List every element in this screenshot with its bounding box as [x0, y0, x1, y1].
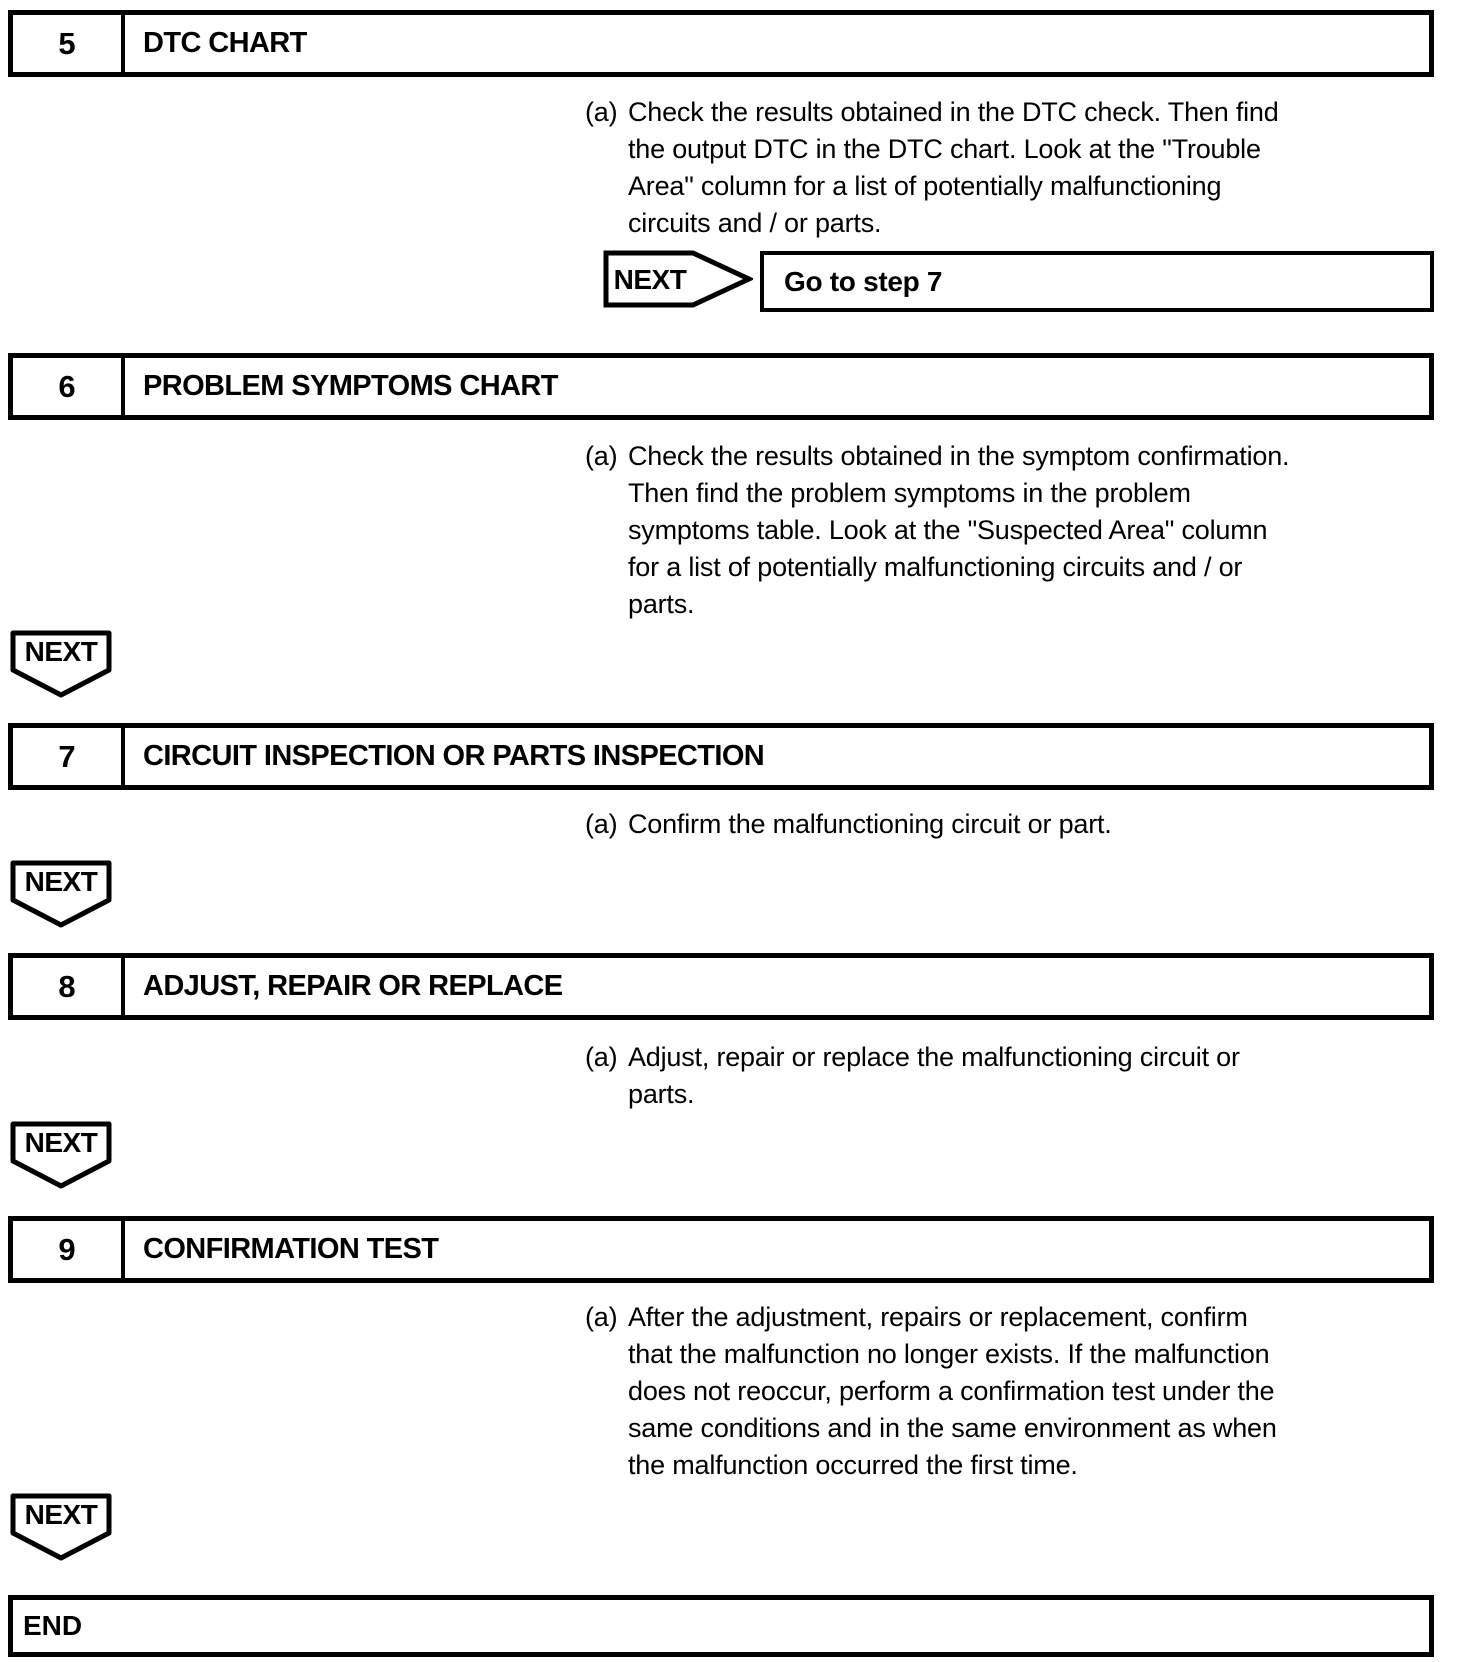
- next-connector-shape: [10, 1493, 112, 1561]
- next-arrow-shape: [603, 250, 753, 308]
- next-connector: NEXT: [10, 1493, 112, 1561]
- next-arrow-label: NEXT: [614, 264, 687, 295]
- instruction-text: Check the results obtained in the DTC ch…: [628, 97, 1279, 238]
- step-6-header: 6 PROBLEM SYMPTOMS CHART: [8, 353, 1434, 420]
- instruction-item: (a) Check the results obtained in the sy…: [585, 438, 1472, 623]
- instruction-text: Adjust, repair or replace the malfunctio…: [628, 1042, 1240, 1109]
- step-5-header: 5 DTC CHART: [8, 10, 1434, 77]
- step-number: 5: [13, 15, 125, 72]
- step-number: 9: [13, 1221, 125, 1278]
- instruction-text: Check the results obtained in the sympto…: [628, 441, 1290, 619]
- instruction-label: (a): [585, 97, 618, 127]
- next-connector-label: NEXT: [25, 636, 98, 667]
- next-connector-shape: [10, 1121, 112, 1189]
- end-box: END: [8, 1595, 1434, 1657]
- step-8-header: 8 ADJUST, REPAIR OR REPLACE: [8, 953, 1434, 1020]
- next-connector: NEXT: [10, 630, 112, 698]
- step-number: 8: [13, 958, 125, 1015]
- instruction-item: (a) Check the results obtained in the DT…: [585, 94, 1472, 242]
- next-connector: NEXT: [10, 1121, 112, 1189]
- result-box: Go to step 7: [760, 251, 1434, 312]
- next-connector-label: NEXT: [25, 1499, 98, 1530]
- instruction-item: (a) Adjust, repair or replace the malfun…: [585, 1039, 1472, 1113]
- step-number: 6: [13, 358, 125, 415]
- instruction-label: (a): [585, 441, 618, 471]
- next-connector-shape: [10, 630, 112, 698]
- step-title: CIRCUIT INSPECTION OR PARTS INSPECTION: [143, 740, 765, 772]
- instruction-item: (a) Confirm the malfunctioning circuit o…: [585, 806, 1472, 843]
- next-connector-shape: [10, 860, 112, 928]
- instruction-label: (a): [585, 1042, 618, 1072]
- next-connector-label: NEXT: [25, 866, 98, 897]
- next-connector: NEXT: [10, 860, 112, 928]
- instruction-item: (a) After the adjustment, repairs or rep…: [585, 1299, 1472, 1484]
- step-7-header: 7 CIRCUIT INSPECTION OR PARTS INSPECTION: [8, 723, 1434, 790]
- step-number: 7: [13, 728, 125, 785]
- instruction-text: After the adjustment, repairs or replace…: [628, 1302, 1277, 1480]
- step-9-header: 9 CONFIRMATION TEST: [8, 1216, 1434, 1283]
- step-title: CONFIRMATION TEST: [143, 1233, 439, 1265]
- next-connector-label: NEXT: [25, 1127, 98, 1158]
- instruction-text: Confirm the malfunctioning circuit or pa…: [628, 809, 1112, 839]
- step-title: ADJUST, REPAIR OR REPLACE: [143, 970, 563, 1002]
- step-title: PROBLEM SYMPTOMS CHART: [143, 370, 558, 402]
- next-arrow: NEXT: [603, 250, 753, 308]
- instruction-label: (a): [585, 1302, 618, 1332]
- step-title: DTC CHART: [143, 27, 307, 59]
- instruction-label: (a): [585, 809, 618, 839]
